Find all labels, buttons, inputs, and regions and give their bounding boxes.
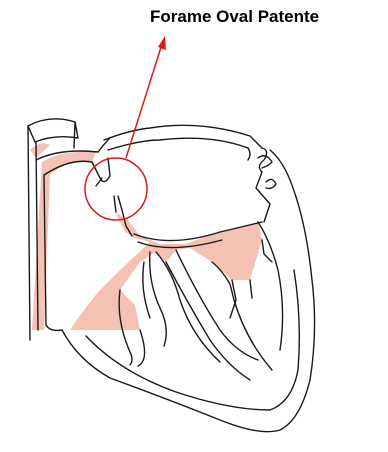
- heart-outline: [28, 119, 315, 432]
- callout-label: Forame Oval Patente: [150, 7, 386, 27]
- callout-arrowhead: [158, 36, 166, 50]
